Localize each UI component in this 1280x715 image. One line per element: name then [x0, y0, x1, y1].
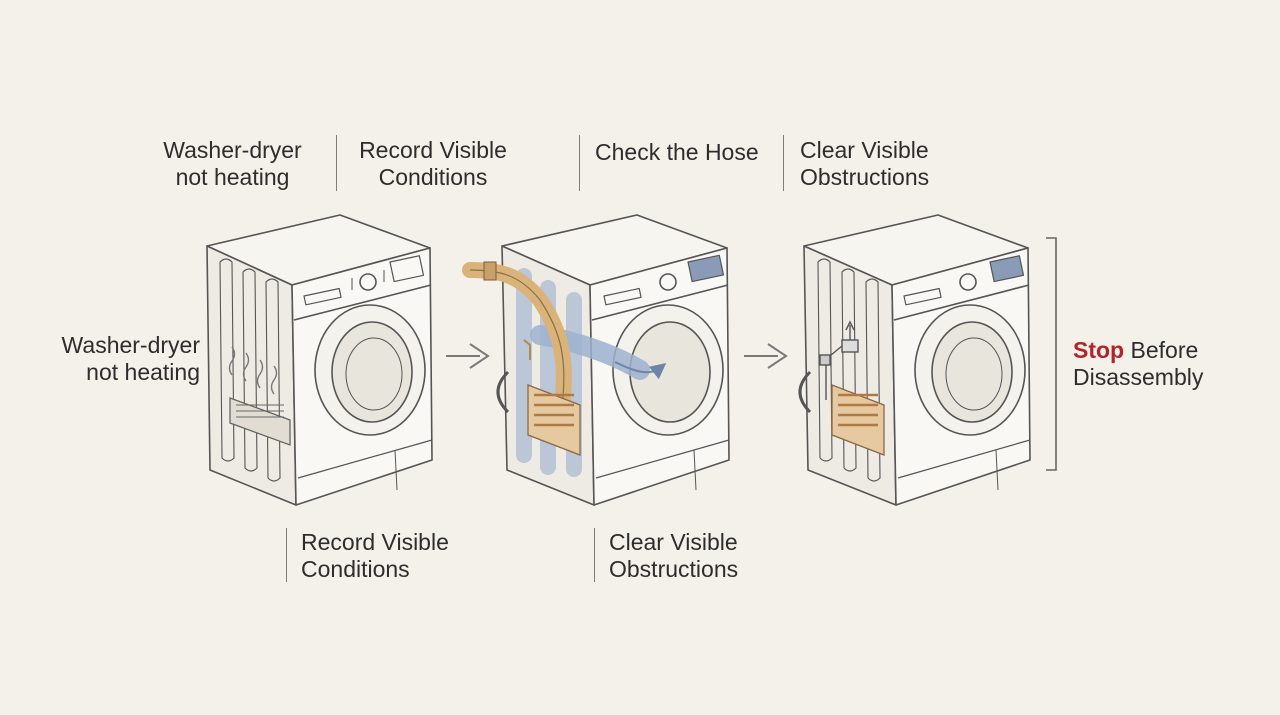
- top-label-hose: Check the Hose: [595, 139, 759, 165]
- bottom-label-record: Record Visible Conditions: [301, 529, 449, 582]
- side-label-problem: Washer-dryer not heating: [61, 332, 200, 385]
- connector-plug-icon: [819, 320, 859, 400]
- heater-element-icon: [229, 397, 291, 446]
- washer-dryer-icon: [798, 214, 1031, 506]
- top-label-record: Record Visible Conditions: [359, 137, 507, 190]
- step-arrow-icon: [446, 343, 490, 369]
- separator: [783, 135, 784, 191]
- step-arrow-icon: [744, 343, 788, 369]
- washer-dryer-icon: [206, 214, 433, 506]
- top-label-problem: Washer-dryer not heating: [163, 137, 302, 190]
- separator: [579, 135, 580, 191]
- heater-element-icon: [831, 384, 885, 456]
- final-step-label: Stop Before Disassembly: [1073, 337, 1204, 390]
- top-label-clear: Clear Visible Obstructions: [800, 137, 930, 190]
- heat-waves-icon: [228, 346, 278, 395]
- separator: [594, 528, 595, 582]
- heater-element-icon: [527, 384, 581, 456]
- bottom-label-clear: Clear Visible Obstructions: [609, 529, 739, 582]
- bracket-icon: [1046, 237, 1057, 471]
- separator: [336, 135, 337, 191]
- stop-emphasis: Stop: [1073, 337, 1125, 363]
- separator: [286, 528, 287, 582]
- hose-icon: [462, 261, 572, 428]
